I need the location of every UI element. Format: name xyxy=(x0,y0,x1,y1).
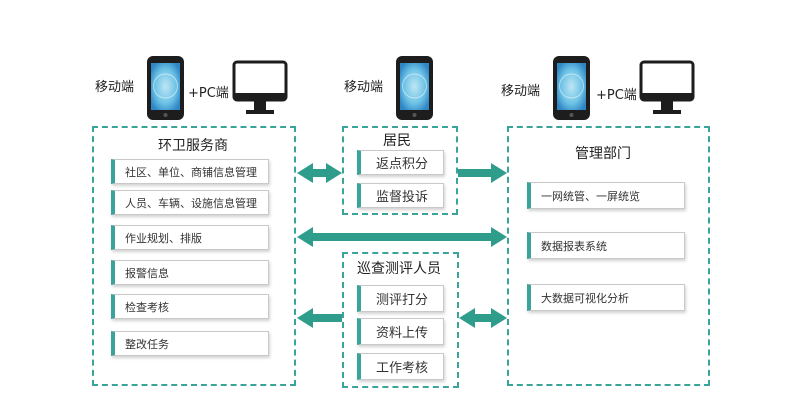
list-item: 检查考核 xyxy=(111,294,269,319)
left-arrow xyxy=(297,308,342,328)
list-item: 工作考核 xyxy=(357,353,444,380)
device-label-pc: +PC端 xyxy=(188,86,229,101)
panel-title: 居民 xyxy=(383,133,411,149)
list-item: 监督投诉 xyxy=(357,183,444,208)
panel-title: 巡查测评人员 xyxy=(357,261,441,277)
panel-title: 环卫服务商 xyxy=(158,138,228,154)
monitor-icon xyxy=(232,60,288,114)
phone-icon xyxy=(147,56,184,120)
monitor-icon xyxy=(639,60,695,114)
panel-title: 管理部门 xyxy=(575,146,631,162)
right-arrow xyxy=(458,163,507,183)
double-arrow xyxy=(297,163,342,183)
list-item: 整改任务 xyxy=(111,331,269,356)
list-item: 作业规划、排版 xyxy=(111,225,269,250)
double-arrow xyxy=(297,227,507,247)
list-item: 人员、车辆、设施信息管理 xyxy=(111,190,269,215)
list-item: 数据报表系统 xyxy=(527,232,685,259)
list-item: 社区、单位、商铺信息管理 xyxy=(111,159,269,184)
device-label-mobile: 移动端 xyxy=(501,84,541,99)
list-item: 返点积分 xyxy=(357,150,444,175)
list-item: 报警信息 xyxy=(111,260,269,285)
device-label-mobile: 移动端 xyxy=(95,80,135,95)
list-item: 一网统管、一屏统览 xyxy=(527,182,685,209)
phone-icon xyxy=(553,56,590,120)
device-label-pc: +PC端 xyxy=(596,88,637,103)
device-label-mobile: 移动端 xyxy=(344,80,384,95)
list-item: 大数据可视化分析 xyxy=(527,284,685,311)
list-item: 资料上传 xyxy=(357,318,444,345)
double-arrow xyxy=(459,308,507,328)
phone-icon xyxy=(396,56,433,120)
list-item: 测评打分 xyxy=(357,285,444,312)
